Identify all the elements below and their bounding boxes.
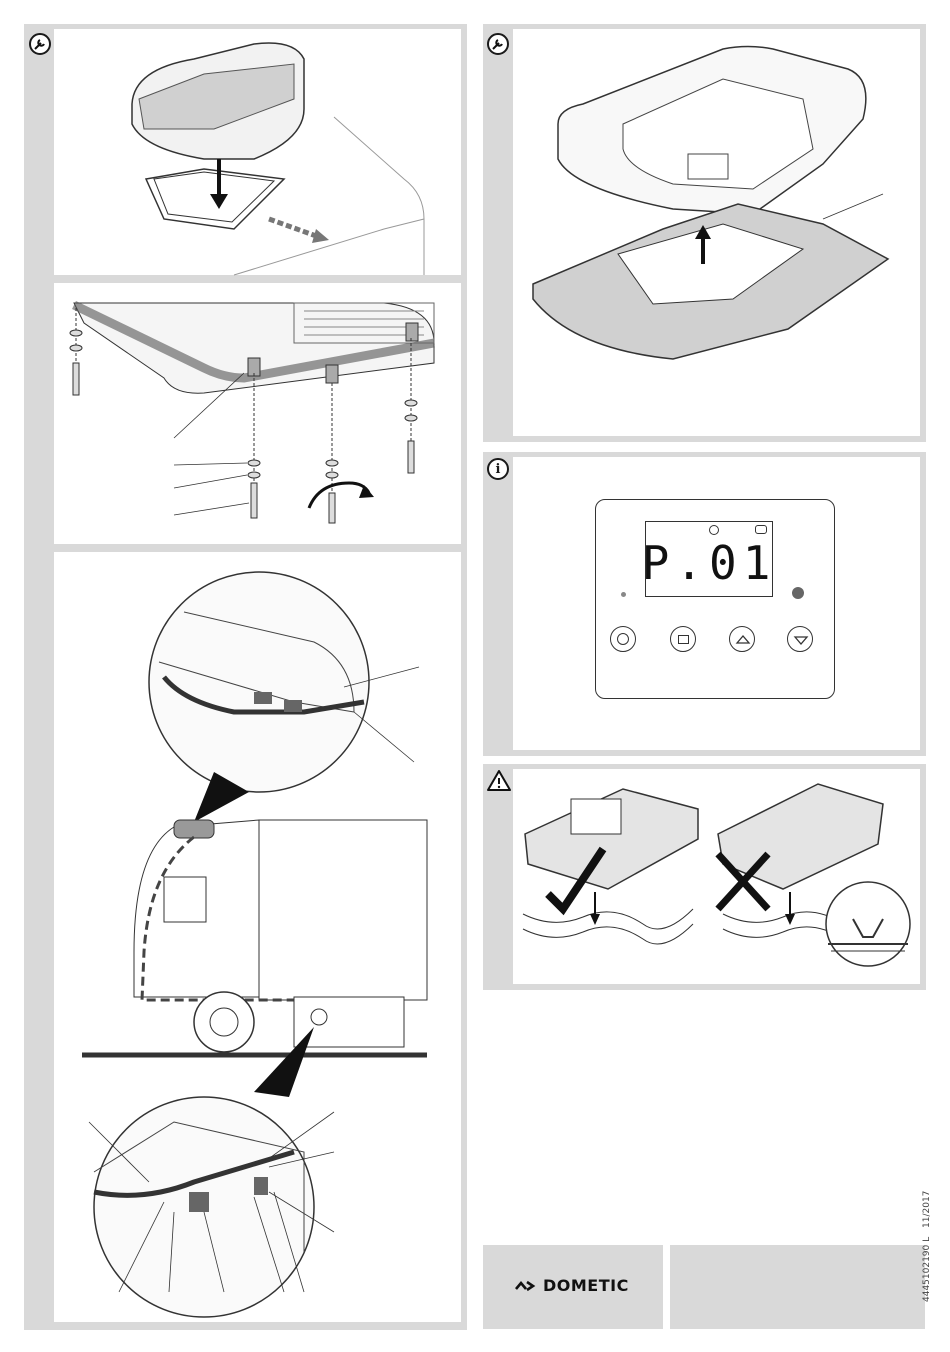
up-button[interactable] (729, 626, 755, 652)
truck-cable-drawing (54, 552, 461, 1322)
arrow-down-icon (788, 627, 814, 653)
document-number: 4445102190 L (922, 1237, 932, 1302)
screw-drawing (54, 283, 461, 544)
status-led-small (621, 592, 626, 597)
illustration-interior-frame (513, 29, 920, 436)
menu-button[interactable] (670, 626, 696, 652)
wrench-icon-glyph (491, 37, 505, 51)
document-date: 11/2017 (922, 1191, 932, 1228)
menu-icon (678, 635, 689, 644)
power-icon (617, 633, 629, 645)
illustration-screw-fastening (54, 283, 461, 544)
display-indicator-icon (709, 525, 719, 535)
warning-triangle-icon (486, 769, 512, 793)
power-button[interactable] (610, 626, 636, 652)
arrow-up-icon (730, 627, 756, 653)
wrench-icon (29, 33, 51, 55)
illustration-control-display: P.01 (513, 457, 920, 750)
status-led-large (792, 587, 804, 599)
wrench-icon (487, 33, 509, 55)
illustration-cable-routing (54, 552, 461, 1322)
illustration-placement-warning (513, 769, 920, 984)
illustration-mounting-unit (54, 29, 461, 275)
display-indicator-icon (755, 525, 767, 534)
document-code: 4445102190 L 11/2017 (922, 1191, 932, 1302)
brand-logo: DOMETIC (515, 1276, 629, 1295)
display-readout: P.01 (645, 529, 773, 597)
frame-drawing (513, 29, 920, 436)
brand-name: DOMETIC (543, 1276, 629, 1295)
info-icon: i (487, 458, 509, 480)
wrench-icon-glyph (33, 37, 47, 51)
unit-roof-drawing (54, 29, 461, 275)
dometic-mark-icon (515, 1279, 539, 1293)
down-button[interactable] (787, 626, 813, 652)
footer-blank-box (670, 1245, 925, 1329)
placement-drawing (513, 769, 920, 984)
